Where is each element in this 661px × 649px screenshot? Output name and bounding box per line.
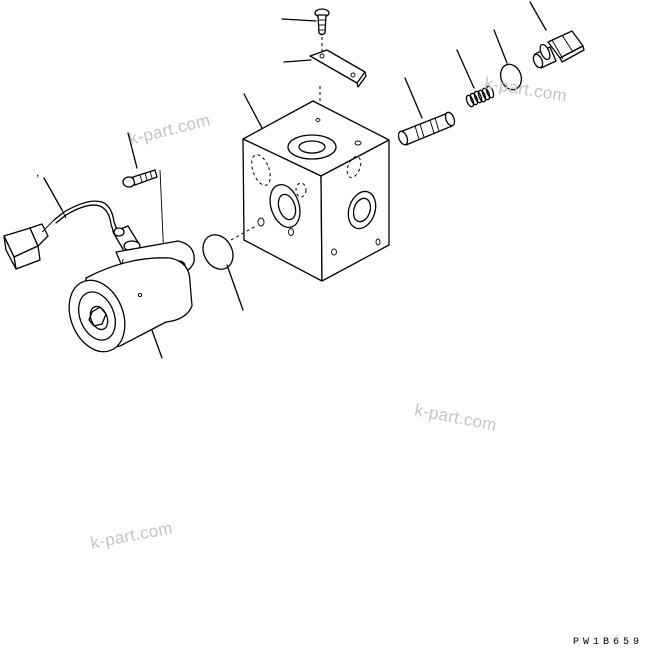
valve-block-part — [230, 100, 390, 282]
seal-ring-part — [499, 63, 523, 91]
plug-part — [532, 30, 585, 69]
solenoid-part — [3, 200, 195, 353]
spool-part — [397, 111, 456, 146]
o-ring-part — [202, 234, 234, 270]
leader-mark: , — [36, 165, 39, 179]
screw-part — [314, 8, 330, 52]
spring-part — [465, 85, 495, 108]
drawing-code: PW1B659 — [573, 637, 644, 648]
name-plate-part — [309, 49, 367, 112]
